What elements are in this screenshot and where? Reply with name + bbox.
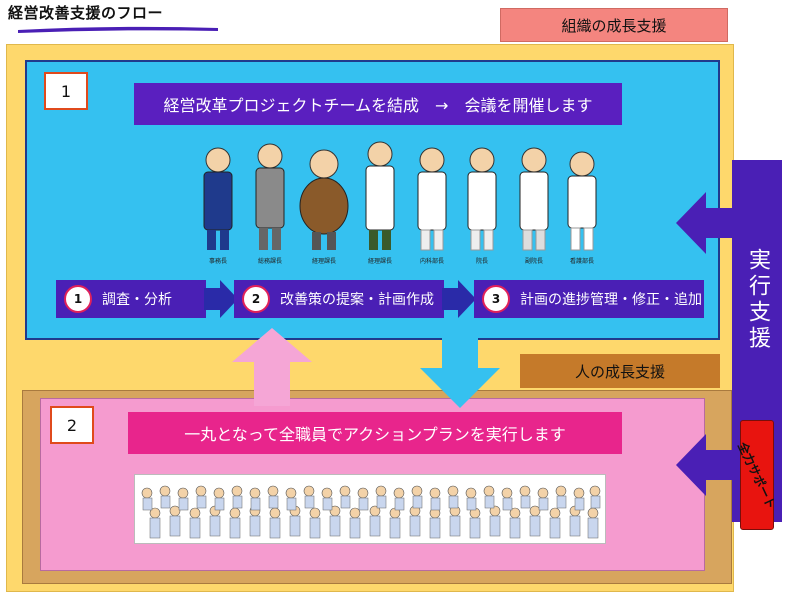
full-support-badge: 全力サポート [735, 420, 778, 530]
implementation-support-label: 実行支援 [745, 248, 770, 352]
person-caption: 事務長 [208, 258, 227, 265]
panel2-number: 2 [50, 406, 94, 444]
figure-3 [299, 149, 349, 250]
person-caption: 院長 [475, 258, 488, 265]
arrow-left-icon [676, 192, 736, 254]
person-caption: 総務課長 [257, 258, 282, 265]
step-3-label: 計画の進捗管理・修正・追加 [520, 292, 702, 308]
figure-4 [365, 141, 395, 250]
arrow-up-icon [232, 328, 312, 406]
figure-6 [467, 147, 497, 251]
figure-7 [519, 147, 549, 251]
person-caption: 経理課長 [367, 258, 392, 265]
figure-8 [567, 151, 597, 251]
step-1-number: 1 [64, 285, 92, 313]
organization-growth-tag: 組織の成長支援 [500, 8, 728, 42]
figure-2 [255, 143, 285, 250]
step-1-box: 1 調査・分析 [56, 280, 206, 318]
figure-1 [203, 147, 233, 250]
person-growth-tag: 人の成長支援 [520, 354, 720, 388]
step-2-label: 改善策の提案・計画作成 [280, 292, 434, 308]
arrow-right-icon [204, 280, 238, 318]
team-figures [203, 141, 597, 251]
figure-5 [417, 147, 447, 251]
staff-crowd-illustration [134, 474, 606, 544]
step-2-number: 2 [242, 285, 270, 313]
panel1-number: 1 [44, 72, 88, 110]
page-title: 経営改善支援のフロー [8, 4, 164, 22]
full-support-label: 全力サポート [734, 439, 779, 511]
arrow-left-icon [676, 434, 736, 496]
panel2-banner: 一丸となって全職員でアクションプランを実行します [128, 412, 622, 454]
arrow-down-icon [420, 338, 500, 408]
person-caption: 副院長 [524, 258, 543, 265]
team-members-illustration: 事務長 総務課長 経理課長 経理課長 内科部長 院長 副院長 看護部長 [190, 140, 610, 270]
person-caption: 内科部長 [419, 258, 444, 265]
step-1-label: 調査・分析 [102, 292, 172, 308]
staff-crowd [141, 485, 601, 539]
step-3-box: 3 計画の進捗管理・修正・追加 [474, 280, 704, 318]
title-underline [18, 26, 218, 33]
person-caption: 看護部長 [569, 258, 594, 265]
panel1-banner: 経営改革プロジェクトチームを結成 → 会議を開催します [134, 83, 622, 125]
step-2-box: 2 改善策の提案・計画作成 [234, 280, 444, 318]
step-3-number: 3 [482, 285, 510, 313]
person-caption: 経理課長 [311, 258, 336, 265]
arrow-right-icon [442, 280, 476, 318]
